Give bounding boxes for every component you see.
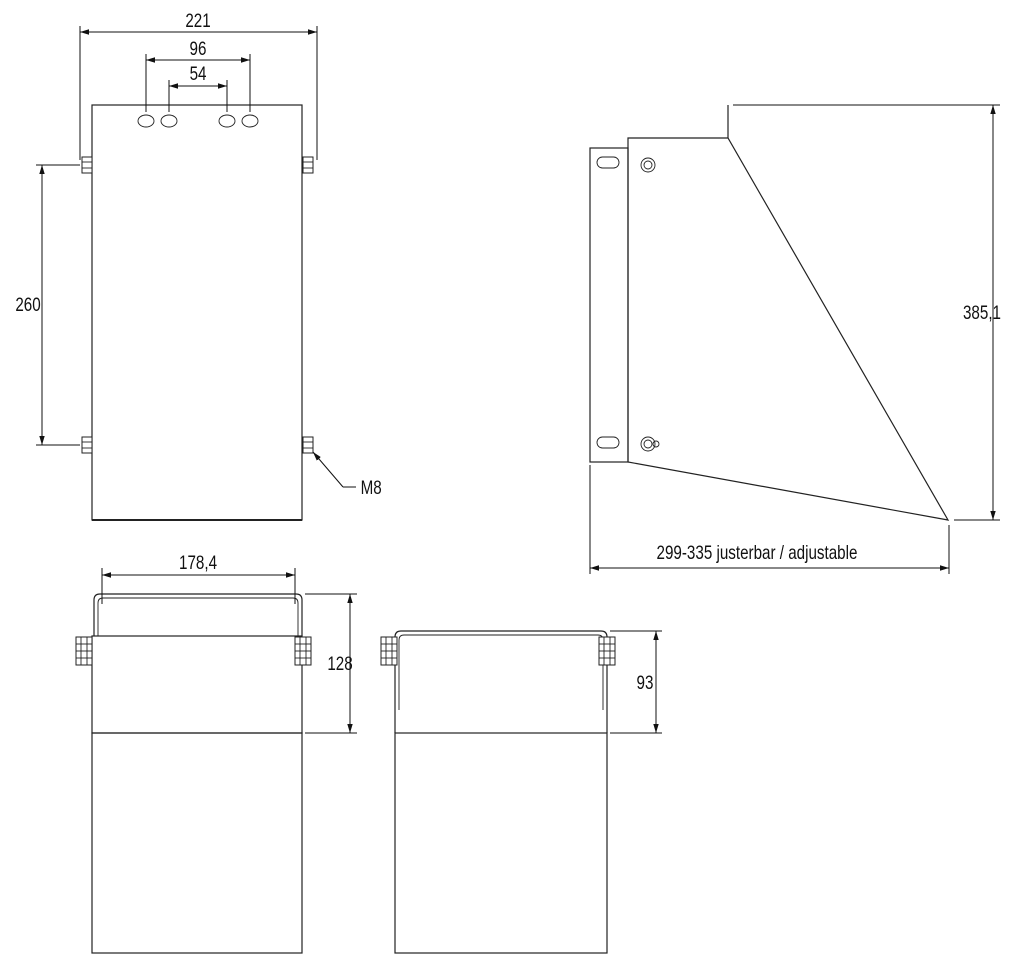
dimension-128: 128 [305, 593, 357, 734]
wall-bracket [589, 147, 629, 463]
dimension-label-385-1: 385,1 [963, 301, 1001, 323]
front-panel-outline [91, 104, 303, 521]
front-view: 221 96 54 260 M8 [15, 9, 382, 521]
hood-body-short [394, 732, 608, 954]
dimension-label-128: 128 [327, 652, 352, 674]
dimension-260: 260 [15, 164, 80, 446]
dimension-label-54: 54 [190, 62, 207, 84]
dimension-93: 93 [610, 630, 662, 734]
side-fasteners [640, 157, 660, 452]
dimension-221: 221 [79, 9, 318, 160]
bracket-slot-top [596, 156, 620, 169]
dimension-label-260: 260 [15, 293, 40, 315]
bracket-plate [91, 635, 303, 734]
bottom-left-view: 178,4 128 [75, 551, 357, 954]
hood-body [91, 732, 303, 954]
dimension-178-4: 178,4 [101, 551, 296, 604]
dimension-label-96: 96 [190, 37, 207, 59]
dimension-label-178-4: 178,4 [179, 551, 217, 573]
dimension-54: 54 [168, 62, 228, 112]
bolt-label-m8: M8 [361, 476, 382, 498]
bolt-callout: M8 [312, 451, 382, 498]
dimension-385-1: 385,1 [733, 104, 1001, 521]
bottom-right-view: 93 [380, 630, 662, 954]
mounting-holes [137, 114, 259, 128]
dimension-label-93: 93 [637, 671, 654, 693]
bracket-slot-bottom [596, 436, 620, 449]
dimension-96: 96 [145, 37, 251, 112]
dimension-label-depth: 299-335 justerbar / adjustable [657, 541, 858, 563]
dimension-depth: 299-335 justerbar / adjustable [589, 465, 950, 574]
side-bolts [81, 156, 314, 454]
side-view: 385,1 299-335 justerbar / adjustable [589, 104, 1001, 574]
dimension-label-221: 221 [185, 9, 210, 31]
hood-profile [627, 137, 950, 521]
